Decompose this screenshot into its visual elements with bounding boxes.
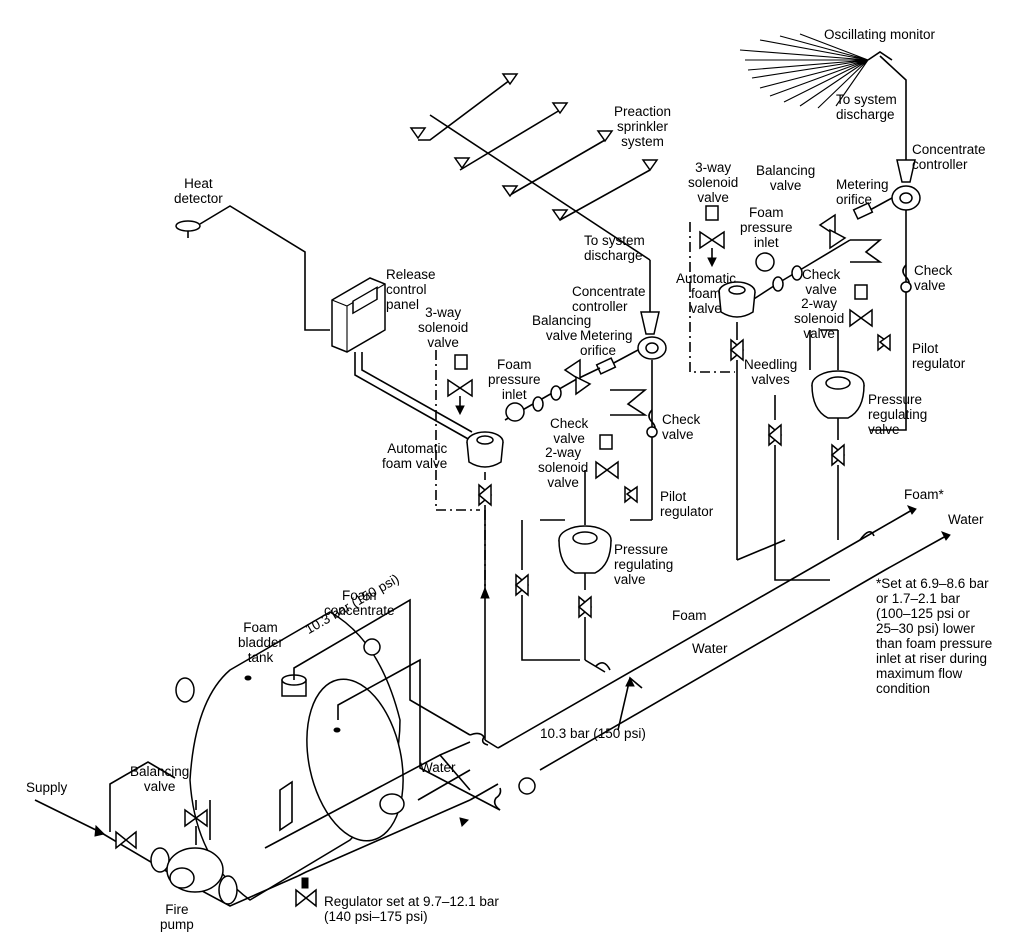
label-metering-orifice-left: Metering orifice xyxy=(580,328,633,358)
label-pressure-regulating-valve-right: Pressure regulating valve xyxy=(868,392,928,437)
label-foam-header: Foam xyxy=(672,608,707,623)
label-heat-detector: Heat detector xyxy=(174,176,223,206)
label-check-valve-left-inner: Check valve xyxy=(550,416,589,446)
foam-bladder-tank xyxy=(175,598,502,901)
label-needling-valves: Needling valves xyxy=(744,357,798,387)
label-automatic-foam-valve-right: Automatic foam valve xyxy=(676,271,737,316)
label-foam-concentrate: Foam concentrate xyxy=(324,588,395,618)
main-headers xyxy=(484,505,951,771)
label-check-valve-left-outer: Check valve xyxy=(662,412,701,442)
label-foam-pressure-inlet-right: Foam pressure inlet xyxy=(740,205,793,250)
label-water-lower: Water xyxy=(420,760,456,775)
preaction-sprinkler xyxy=(409,73,659,290)
label-preaction-sprinkler-system: Preaction sprinkler system xyxy=(614,104,672,149)
label-check-valve-right-outer: Check valve xyxy=(914,263,953,293)
label-footnote: *Set at 6.9–8.6 bar or 1.7–2.1 bar (100–… xyxy=(876,576,993,696)
supply-pump xyxy=(34,741,536,908)
label-pressure-regulating-valve-left: Pressure regulating valve xyxy=(614,542,674,587)
label-3way-solenoid-right: 3-way solenoid valve xyxy=(688,160,739,205)
label-pressure-main: 10.3 bar (150 psi) xyxy=(540,726,646,741)
label-foam-pressure-inlet-left: Foam pressure inlet xyxy=(488,357,541,402)
detection xyxy=(175,205,473,441)
label-metering-orifice-right: Metering orifice xyxy=(836,177,889,207)
label-fire-pump: Fire pump xyxy=(160,902,194,932)
label-concentrate-controller-left: Concentrate controller xyxy=(572,284,646,314)
label-water-header-end: Water xyxy=(948,512,984,527)
label-3way-solenoid-left: 3-way solenoid valve xyxy=(418,305,469,350)
label-oscillating-monitor: Oscillating monitor xyxy=(824,27,936,42)
label-water-header: Water xyxy=(692,641,728,656)
right-riser xyxy=(689,140,921,581)
label-concentrate-controller-right: Concentrate controller xyxy=(912,142,986,172)
label-2way-solenoid-left: 2-way solenoid valve xyxy=(538,445,589,490)
label-pilot-regulator-right: Pilot regulator xyxy=(912,341,966,371)
label-balancing-valve-left: Balancing valve xyxy=(532,313,592,343)
label-balancing-valve-lower: Balancing valve xyxy=(130,764,190,794)
label-2way-solenoid-right: 2-way solenoid valve xyxy=(794,296,845,341)
oscillating-monitor xyxy=(739,33,907,140)
label-foam-star: Foam* xyxy=(904,487,944,502)
label-regulator-set: Regulator set at 9.7–12.1 bar (140 psi–1… xyxy=(324,894,499,924)
label-automatic-foam-valve-left: Automatic foam valve xyxy=(382,441,448,471)
label-balancing-valve-right: Balancing valve xyxy=(756,163,816,193)
label-check-valve-right-inner: Check valve xyxy=(802,267,841,297)
label-supply: Supply xyxy=(26,780,68,795)
label-to-system-discharge-left: To system discharge xyxy=(584,233,645,263)
left-riser xyxy=(435,290,667,740)
label-release-control-panel: Release control panel xyxy=(386,267,436,312)
label-to-system-discharge-right: To system discharge xyxy=(836,92,897,122)
label-pilot-regulator-left: Pilot regulator xyxy=(660,489,714,519)
label-foam-bladder-tank: Foam bladder tank xyxy=(238,620,284,665)
